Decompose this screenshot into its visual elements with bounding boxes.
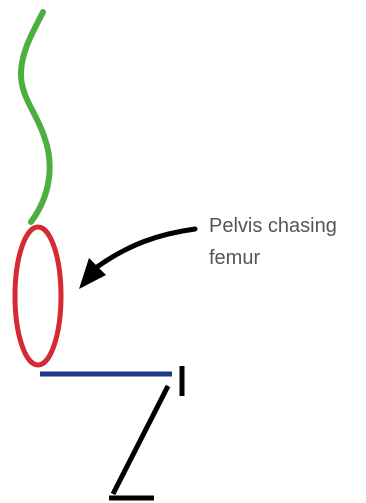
spine-curve <box>21 12 50 222</box>
curved-arrow-icon <box>97 229 195 267</box>
annotation-line-1: Pelvis chasing <box>209 215 337 237</box>
pelvis-ellipse <box>15 227 61 365</box>
annotation-line-2: femur <box>209 247 260 269</box>
lower-leg <box>113 386 168 494</box>
